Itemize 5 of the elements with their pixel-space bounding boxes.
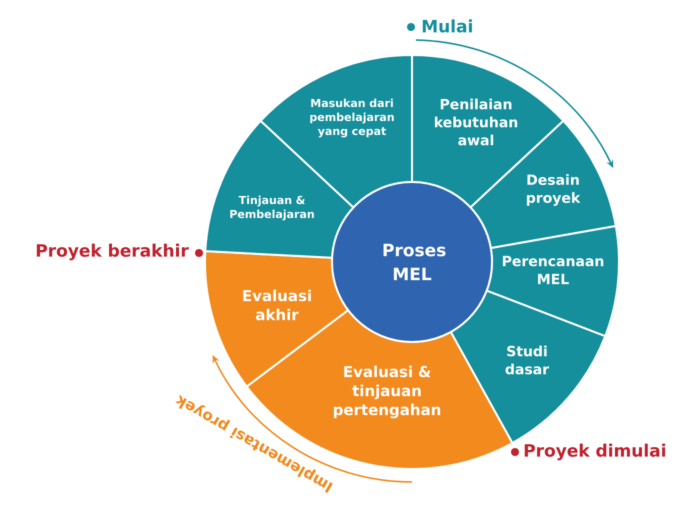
milestone-label: Proyek berakhir (36, 244, 189, 260)
ring-segment: Studi dasar (450, 290, 606, 444)
milestone-label: Proyek dimulai (524, 444, 666, 460)
ring-segment: Perencanaan MEL (486, 225, 620, 338)
milestone-label: Mulai (422, 19, 472, 33)
